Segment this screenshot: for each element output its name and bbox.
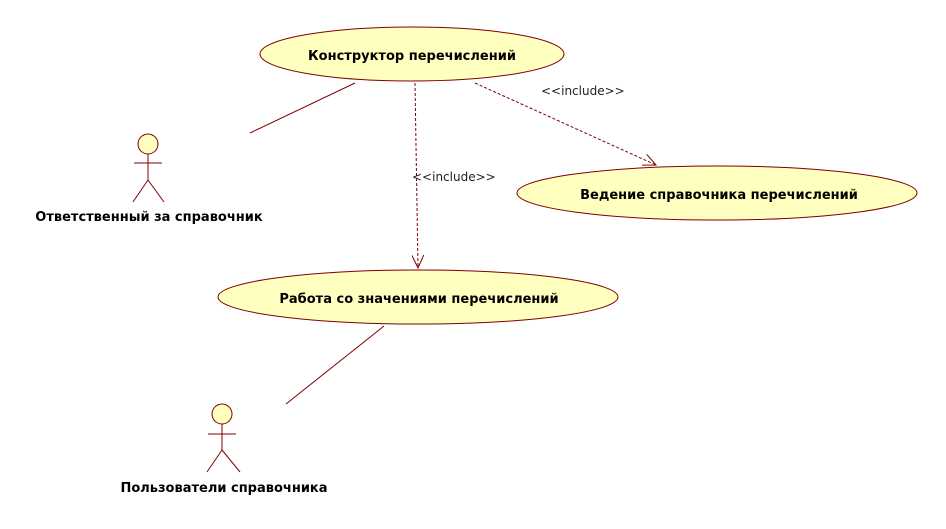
use-case-constructor[interactable]: Конструктор перечислений [259,26,565,82]
actor-owner-figure-icon [132,133,165,203]
actor-owner[interactable]: Ответственный за справочник [35,133,263,225]
use-case-values-label: Работа со значениями перечислений [279,292,558,307]
include-label-catalog: <<include>> [541,84,625,98]
include-label-values: <<include>> [412,170,496,184]
use-case-values-ellipse [217,269,619,325]
association-users-values[interactable] [285,325,385,405]
use-case-constructor-label: Конструктор перечислений [308,49,516,64]
actor-owner-label: Ответственный за справочник [35,210,263,225]
actor-users-label: Пользователи справочника [120,481,327,496]
include-constructor-catalog[interactable] [474,82,656,165]
actor-users[interactable]: Пользователи справочника [120,403,328,496]
use-case-catalog-ellipse [516,165,918,221]
use-case-catalog-label: Ведение справочника перечислений [580,188,858,203]
include-constructor-values[interactable] [415,82,418,268]
actor-users-figure-icon [206,403,241,473]
use-case-catalog[interactable]: Ведение справочника перечислений [516,165,918,221]
association-owner-constructor[interactable] [249,82,356,134]
use-case-values[interactable]: Работа со значениями перечислений [217,269,619,325]
use-case-constructor-ellipse [259,26,565,82]
